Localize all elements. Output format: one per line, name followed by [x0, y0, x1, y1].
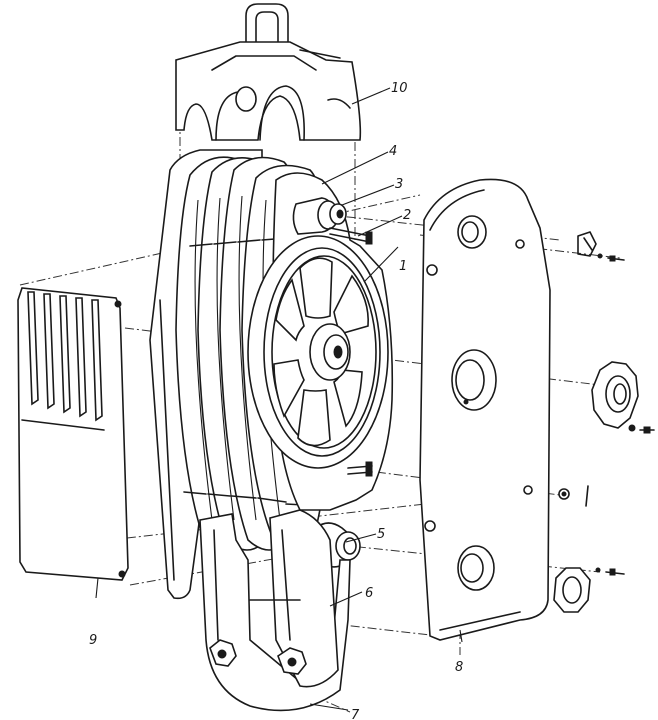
callout-labels: 1 2 3 4 5 6 7 8 9 10: [89, 81, 463, 720]
small-nut-top: [577, 231, 625, 262]
callout-2: 2: [403, 208, 411, 223]
left-cover-plate: [17, 287, 129, 581]
axle-boss: [292, 197, 347, 235]
bolt: [329, 227, 373, 245]
sheave-wheel: [247, 235, 389, 477]
castle-nut-right: [277, 647, 307, 675]
callout-9: 9: [89, 633, 97, 648]
right-cover-plate: [419, 178, 551, 641]
right-hardware: [553, 231, 655, 613]
callout-3: 3: [395, 177, 403, 192]
callout-1: 1: [399, 259, 407, 274]
castle-nut-left: [209, 639, 237, 667]
callout-5: 5: [377, 527, 385, 542]
callout-6: 6: [365, 586, 373, 601]
pin-and-washer: [558, 485, 589, 507]
callout-10: 10: [391, 81, 408, 96]
callout-7: 7: [351, 708, 360, 720]
large-castle-nut: [591, 361, 655, 434]
lower-hook-bracket: [199, 509, 351, 712]
leader-lines: [95, 87, 463, 711]
callout-4: 4: [389, 144, 397, 159]
small-castle-nut-bottom: [553, 567, 625, 613]
callout-8: 8: [455, 660, 463, 675]
top-yoke-hook: [175, 3, 362, 141]
